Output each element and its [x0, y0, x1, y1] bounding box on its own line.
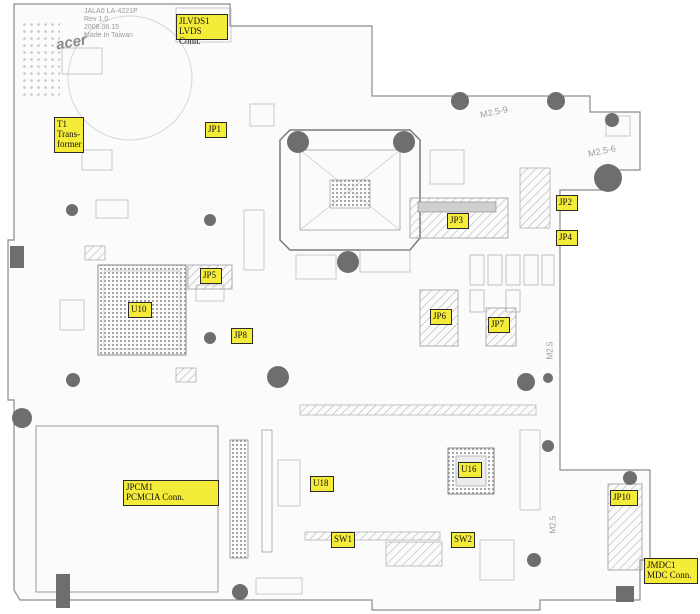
label-jp3: JP3 [447, 213, 469, 229]
mounting-holes [12, 92, 637, 600]
dotted-field [20, 20, 60, 100]
label-jp2: JP2 [556, 195, 578, 211]
label-u18: U18 [310, 476, 334, 492]
label-sw1: SW1 [331, 532, 355, 548]
pcmcia-connector [229, 439, 249, 559]
component-cluster [59, 7, 631, 595]
label-jpcm1: JPCM1 PCMCIA Conn. [123, 480, 219, 506]
resistor-array [469, 254, 555, 313]
label-jp5: JP5 [200, 268, 222, 284]
board-revision-text: JALA0 LA-4221P Rev 1.0 2008.06.15 Made I… [84, 8, 138, 39]
screw-mark-m25-a: M2.5 [545, 341, 555, 360]
bus-row-1 [299, 404, 537, 416]
fan-area [67, 15, 193, 141]
label-jlvds1: JLVDS1 LVDS Conn. [176, 14, 228, 46]
label-jp4: JP4 [556, 230, 578, 246]
label-jp1: JP1 [205, 122, 227, 138]
label-jp10: JP10 [610, 490, 638, 506]
label-u10: U10 [128, 302, 152, 318]
label-u16: U16 [458, 462, 482, 478]
right-hatch-strip [519, 167, 551, 229]
label-t1: T1 Trans- former [54, 117, 84, 153]
label-jp8: JP8 [231, 328, 253, 344]
label-jp6: JP6 [430, 309, 452, 325]
pcmcia-area [35, 425, 219, 593]
label-jp7: JP7 [488, 317, 510, 333]
bus-row-2 [304, 531, 441, 541]
screw-mark-m25-b: M2.5 [548, 515, 558, 534]
label-jmdc1: JMDC1 MDC Conn. [644, 558, 698, 584]
label-sw2: SW2 [451, 532, 475, 548]
